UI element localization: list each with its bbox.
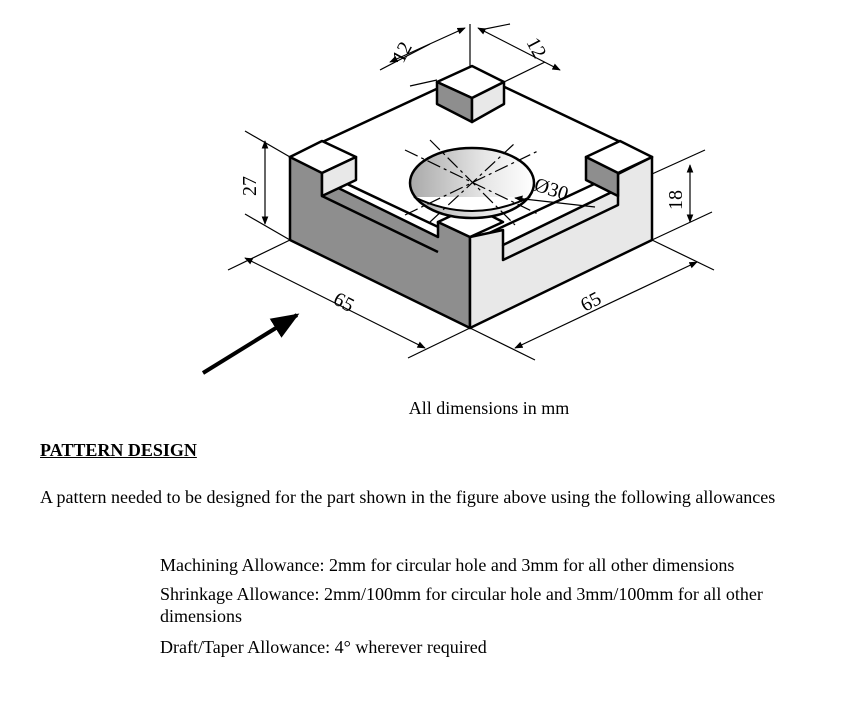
back-cube <box>435 64 506 124</box>
dim-top-right-label: 12 <box>522 34 551 62</box>
circular-hole <box>404 139 541 226</box>
dim-hole-diameter <box>514 195 596 208</box>
machining-allowance: Machining Allowance: 2mm for circular ho… <box>160 555 735 575</box>
dim-base-left <box>227 239 471 359</box>
draft-allowance: Draft/Taper Allowance: 4° wherever requi… <box>160 637 487 657</box>
left-cube <box>288 139 358 198</box>
intro-paragraph: A pattern needed to be designed for the … <box>40 487 776 507</box>
dim-base-right-label: 65 <box>577 288 605 317</box>
figure-caption: All dimensions in mm <box>408 398 570 418</box>
view-direction-arrow <box>201 313 300 375</box>
dim-height-right-label: 18 <box>665 190 687 210</box>
shrinkage-allowance: Shrinkage Allowance: 2mm/100mm for circu… <box>160 584 763 626</box>
dim-base-right <box>469 239 715 361</box>
section-heading: PATTERN DESIGN <box>40 440 197 460</box>
dim-height-right <box>651 149 713 241</box>
isometric-part-drawing: 12 12 27 18 Ø30 65 65 <box>201 23 715 375</box>
corner-cubes <box>288 64 654 239</box>
right-cube <box>584 139 654 198</box>
dim-height-left <box>244 130 291 241</box>
dim-top-right <box>477 23 561 83</box>
dim-top-left-label: 12 <box>388 38 417 66</box>
dim-height-left-label: 27 <box>239 176 261 196</box>
dim-top-left <box>379 24 471 87</box>
